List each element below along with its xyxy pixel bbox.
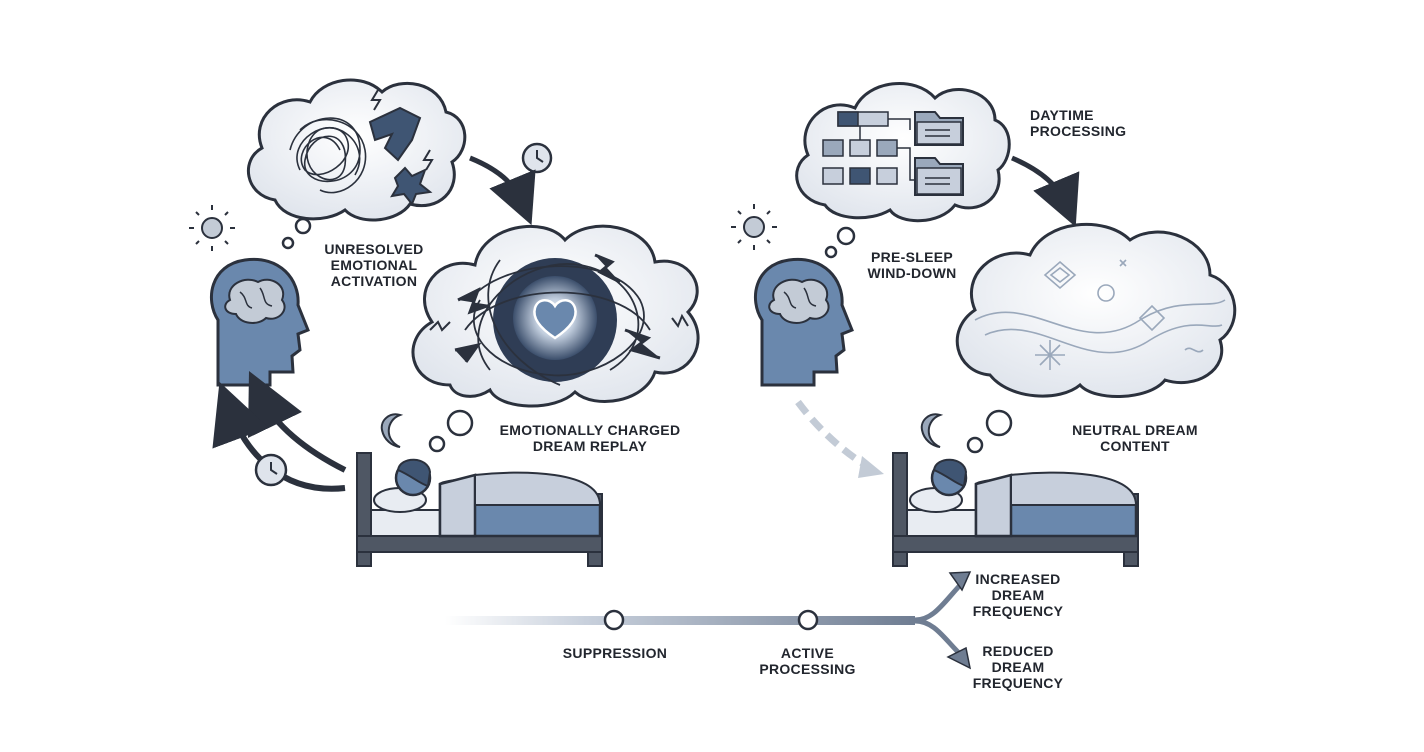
emotional-dream-cloud bbox=[411, 224, 700, 408]
label-line: SUPPRESSION bbox=[562, 645, 668, 661]
label-increased-dream-frequency: INCREASED DREAM FREQUENCY bbox=[968, 571, 1068, 619]
dashed-faded-arrow bbox=[795, 399, 872, 472]
label-line: EMOTIONALLY CHARGED bbox=[499, 422, 681, 438]
head-profile-icon bbox=[209, 257, 310, 387]
thought-bubble-small bbox=[294, 217, 312, 235]
dream-bubble-medium bbox=[985, 409, 1013, 437]
moon-icon bbox=[380, 413, 404, 448]
clock-icon bbox=[521, 142, 553, 174]
moon-icon bbox=[920, 413, 944, 448]
folder-icon bbox=[914, 111, 964, 146]
bed-icon bbox=[892, 452, 1139, 567]
neutral-dream-cloud bbox=[955, 222, 1237, 398]
head-profile-icon bbox=[753, 257, 854, 387]
folder-icon bbox=[914, 157, 964, 196]
bed-icon bbox=[356, 452, 603, 567]
label-reduced-dream-frequency: REDUCED DREAM FREQUENCY bbox=[968, 643, 1068, 691]
scribble-tangle bbox=[289, 117, 367, 194]
label-daytime-processing: DAYTIME PROCESSING bbox=[1030, 107, 1127, 139]
broken-heart-shard bbox=[368, 106, 422, 162]
label-line: CONTENT bbox=[1100, 438, 1170, 454]
label-line: PRE-SLEEP bbox=[870, 249, 954, 265]
label-suppression: SUPPRESSION bbox=[550, 645, 680, 661]
arrow-down-outcome bbox=[946, 646, 972, 670]
thought-bubble-tiny bbox=[824, 245, 838, 259]
label-neutral-dream-content: NEUTRAL DREAM CONTENT bbox=[1055, 422, 1215, 454]
label-line: DREAM bbox=[991, 587, 1045, 603]
left-scenario bbox=[189, 78, 700, 567]
label-emotionally-charged-dream-replay: EMOTIONALLY CHARGED DREAM REPLAY bbox=[490, 422, 690, 454]
right-scenario bbox=[731, 82, 1237, 567]
timeline bbox=[445, 571, 972, 670]
label-line: NEUTRAL DREAM bbox=[1072, 422, 1198, 438]
label-line: PROCESSING bbox=[759, 661, 856, 677]
heart-icon bbox=[533, 299, 577, 340]
label-line: PROCESSING bbox=[1030, 123, 1127, 139]
flowchart-icon bbox=[822, 111, 915, 185]
dream-bubble-small bbox=[966, 436, 984, 454]
label-line: WIND-DOWN bbox=[867, 265, 957, 281]
label-unresolved-emotional-activation: UNRESOLVED EMOTIONAL ACTIVATION bbox=[324, 241, 424, 289]
arrow-to-dream bbox=[469, 155, 536, 226]
thought-bubble-small bbox=[836, 226, 856, 246]
chaotic-thought-cloud bbox=[246, 78, 467, 222]
label-line: DREAM bbox=[991, 659, 1045, 675]
clock-icon bbox=[254, 453, 288, 487]
timeline-bar bbox=[445, 616, 915, 625]
thought-bubble-tiny bbox=[281, 236, 295, 250]
dream-bubble-small bbox=[428, 435, 446, 453]
sun-icon bbox=[189, 205, 235, 251]
label-active-processing: ACTIVE PROCESSING bbox=[745, 645, 870, 677]
timeline-node-suppression bbox=[603, 609, 625, 631]
label-line: INCREASED bbox=[975, 571, 1061, 587]
label-line: FREQUENCY bbox=[972, 675, 1064, 691]
label-line: ACTIVATION bbox=[330, 273, 418, 289]
label-line: ACTIVE bbox=[780, 645, 835, 661]
label-line: REDUCED bbox=[982, 643, 1054, 659]
arrow-back-up-outer bbox=[212, 381, 346, 492]
label-line: EMOTIONAL bbox=[330, 257, 418, 273]
label-line: UNRESOLVED bbox=[324, 241, 424, 257]
label-line: FREQUENCY bbox=[972, 603, 1064, 619]
sun-icon bbox=[731, 204, 777, 250]
timeline-node-active-processing bbox=[797, 609, 819, 631]
organized-thought-cloud bbox=[795, 82, 1011, 223]
burst-shape bbox=[390, 166, 433, 206]
brain-icon bbox=[224, 278, 286, 324]
brain-icon bbox=[768, 278, 830, 324]
arrow-to-dream bbox=[1011, 155, 1080, 228]
label-line: DREAM REPLAY bbox=[532, 438, 648, 454]
arrow-up-outcome bbox=[948, 571, 972, 592]
dream-bubble-medium bbox=[446, 409, 474, 437]
label-pre-sleep-wind-down: PRE-SLEEP WIND-DOWN bbox=[862, 249, 962, 281]
label-line: DAYTIME bbox=[1030, 107, 1094, 123]
